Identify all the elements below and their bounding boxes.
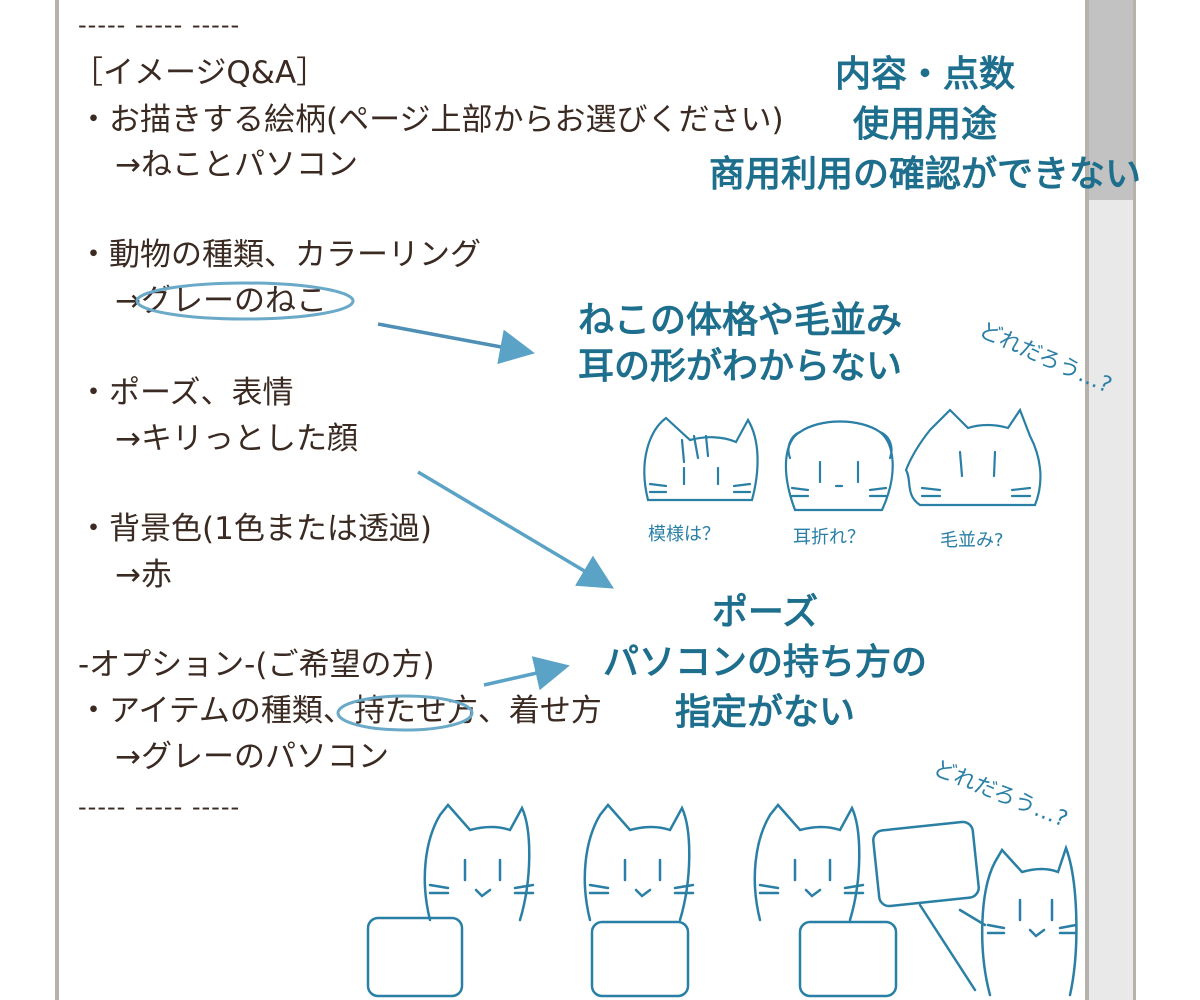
question-3: ・ポーズ、表情 [78, 375, 294, 411]
note-1-line-2: 使用用途 [852, 104, 997, 145]
note-3-line-3: 指定がない [674, 692, 855, 733]
arrow-from-pose [417, 470, 615, 589]
answer-2: →グレーのねこ [115, 283, 327, 319]
note-1-line-1: 内容・点数 [834, 54, 1015, 95]
cat-head-fluffy-icon [904, 407, 1042, 507]
note-2-line-2: 耳の形がわからない [577, 346, 902, 387]
question-2: ・動物の種類、カラーリング [78, 237, 481, 273]
option-heading: -オプション-(ご希望の方) [78, 647, 435, 683]
caption-fur: 毛並み? [940, 530, 1004, 551]
answer-5: →グレーのパソコン [115, 739, 389, 775]
cat-laptop-1-icon [366, 803, 535, 998]
cat-laptop-4-icon [872, 820, 1078, 997]
cat-laptop-2-icon [583, 803, 695, 998]
note-3-line-1: ポーズ [711, 592, 819, 633]
cat-head-striped-icon [643, 416, 759, 502]
answer-3: →キリっとした顔 [115, 421, 358, 457]
cat-laptop-3-icon [753, 803, 898, 998]
question-4: ・背景色(1色または透過) [78, 511, 432, 547]
caption-pattern: 模様は？ [648, 524, 720, 545]
note-3-line-2: パソコンの持ち方の [602, 642, 927, 683]
caption-folded-ear: 耳折れ？ [793, 527, 865, 548]
answer-1: →ねことパソコン [115, 147, 358, 183]
cat-head-folded-ear-icon [784, 420, 894, 512]
note-2-line-1: ねこの体格や毛並み [577, 300, 902, 341]
divider-top: ----- ----- ----- [78, 11, 241, 39]
note-1-line-3: 商用利用の確認ができない [708, 154, 1141, 195]
divider-bottom: ----- ----- ----- [78, 793, 241, 821]
scrollbar-thumb[interactable] [1089, 0, 1133, 200]
question-1: ・お描きする絵柄(ページ上部からお選びください) [78, 102, 784, 138]
highlight-circle-holding [336, 694, 474, 732]
arrow-from-holding [483, 656, 570, 691]
qa-heading: ［イメージQ&A］ [72, 55, 328, 91]
answer-4: →赤 [115, 557, 172, 593]
highlight-circle-gray-cat [135, 281, 355, 321]
left-margin [0, 0, 59, 1000]
arrow-to-note-2 [377, 322, 535, 365]
